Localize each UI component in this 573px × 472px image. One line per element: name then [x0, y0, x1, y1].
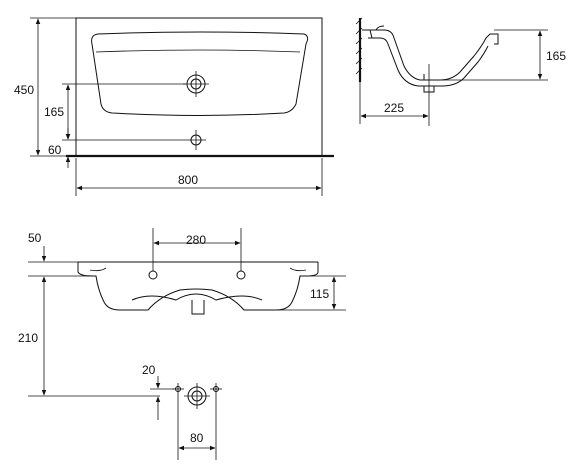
side-rim-detail [369, 25, 385, 39]
front-drain-stub [191, 300, 205, 315]
dim-165-label: 165 [44, 105, 64, 119]
top-view: 450 165 60 800 [14, 17, 334, 196]
front-inner-arch [131, 293, 263, 301]
dim-side-165-label: 165 [546, 49, 566, 63]
dim-800-label: 800 [178, 173, 198, 187]
front-basin-profile [77, 262, 319, 311]
side-view: 165 225 [355, 17, 566, 126]
dim-210-label: 210 [18, 331, 38, 345]
dim-280-label: 280 [186, 233, 206, 247]
dim-50-label: 50 [28, 231, 42, 245]
bowl-inner-line [95, 49, 301, 53]
dim-80-label: 80 [190, 431, 204, 445]
basin-outline [75, 17, 323, 157]
dim-225-label: 225 [384, 101, 404, 115]
side-profile-inner [368, 37, 489, 87]
front-hole-left [148, 270, 158, 280]
dim-115-label: 115 [310, 287, 329, 301]
side-profile-outer [362, 29, 499, 81]
front-inner-line [89, 267, 307, 272]
detail-view: 20 80 [142, 363, 222, 460]
dim-60-label: 60 [48, 143, 62, 157]
front-view: 280 50 210 115 [18, 228, 346, 397]
bowl-outline [91, 31, 309, 116]
dim-450-label: 450 [14, 83, 34, 97]
dim-20-label: 20 [142, 363, 156, 377]
front-hole-right [236, 270, 246, 280]
